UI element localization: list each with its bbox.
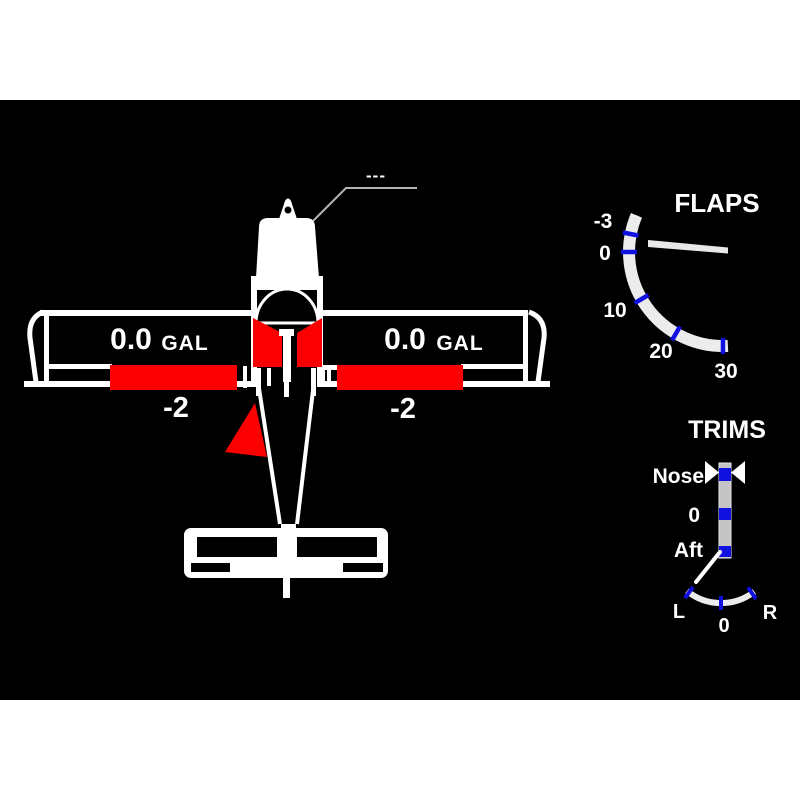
canopy-dome: [254, 287, 320, 325]
flaps-tickmark-10: [633, 293, 650, 305]
right-wing-warning-bar: [337, 365, 463, 390]
fuel-right-aux: -2: [390, 393, 416, 425]
right-wingtip-curve: [528, 309, 547, 383]
fuel-right-unit: GAL: [436, 332, 483, 355]
flaps-tick-label-0: -3: [594, 210, 613, 233]
yaw-trim-needle: [694, 550, 722, 584]
right-bottom-notch: [343, 563, 383, 572]
flaps-arc-ticks: [621, 230, 726, 354]
callout-line: [312, 187, 417, 222]
left-wing-warning-bar: [110, 365, 237, 390]
tailboom-left-line: [256, 381, 282, 525]
nose-callout: ---: [312, 166, 417, 222]
center-pedestal-stem: [283, 336, 291, 382]
fuel-left-aux: -2: [163, 392, 189, 424]
right-wingtip-rib: [523, 310, 528, 386]
fuselage: [225, 198, 325, 525]
tailboom-right-line: [295, 381, 316, 525]
fuel-right-value: 0.0: [384, 323, 426, 356]
yaw-tickmark-r: [746, 586, 758, 601]
pitch-trim-tick-nose: [719, 468, 731, 481]
flaps-tickmark-20: [670, 325, 682, 342]
windshield-band: [251, 276, 323, 290]
trims-title: TRIMS: [688, 416, 766, 444]
pitch-trim-pointer-left: [705, 461, 719, 484]
avionics-screen: --- 0.0 GAL -2 0.0 GAL -2 FLAPS: [0, 100, 800, 700]
left-root-warning-wedge: [253, 318, 282, 367]
tail-center-column: [281, 524, 296, 564]
center-pedestal-cap: [279, 329, 294, 336]
flaps-tick-label-2: 10: [603, 299, 626, 322]
flaps-needle: [648, 240, 728, 254]
fuel-readouts: 0.0 GAL -2 0.0 GAL -2: [110, 323, 483, 425]
right-elevator-panel: [297, 537, 377, 557]
red-pointer-triangle: [225, 403, 267, 457]
trims-gauge: TRIMS Nose 0 Aft L: [653, 416, 778, 637]
pitch-trim-tick-aft: [719, 546, 731, 557]
left-wingtip-curve: [27, 309, 45, 383]
tail-cone: [283, 578, 290, 598]
flaps-tick-labels: -3 0 10 20 30: [594, 210, 738, 383]
aircraft-diagram: --- 0.0 GAL -2 0.0 GAL -2: [24, 166, 550, 598]
yaw-label-r: R: [763, 602, 778, 624]
yaw-label-zero: 0: [718, 615, 729, 637]
right-root-slot-b: [321, 368, 325, 386]
flaps-tick-label-4: 30: [714, 360, 737, 383]
right-flap-inner-stub2: [327, 366, 331, 387]
center-pedestal-tail: [284, 382, 289, 397]
yaw-trim-ticks: [683, 585, 758, 610]
pitch-trim-pointer-right: [731, 461, 745, 484]
engine-cowling: [256, 218, 319, 278]
yaw-tickmark-l: [683, 585, 695, 600]
left-flap-inner-stub: [243, 366, 247, 388]
pitch-label-zero: 0: [688, 504, 700, 527]
flaps-tick-label-1: 0: [599, 242, 611, 265]
tail-section: [184, 524, 388, 598]
left-bottom-notch: [191, 563, 230, 572]
left-elevator-panel: [197, 537, 277, 557]
flaps-tick-label-3: 20: [649, 340, 672, 363]
left-flap-line: [46, 364, 112, 369]
aircraft-status-display: --- 0.0 GAL -2 0.0 GAL -2 FLAPS: [24, 166, 778, 637]
left-wingtip-rib: [44, 310, 49, 386]
right-flap-line: [461, 364, 526, 369]
fuel-left-value: 0.0: [110, 323, 152, 356]
left-root-slot-b: [267, 368, 271, 386]
flaps-tickmark-m3: [622, 230, 640, 238]
flaps-arc: [623, 212, 729, 352]
pitch-trim-tick-zero: [719, 508, 731, 520]
flaps-gauge: FLAPS -3 0 10 20 30: [594, 188, 760, 383]
pitch-label-nose: Nose: [653, 465, 704, 488]
right-root-warning-wedge: [297, 318, 322, 367]
nose-readout-value: ---: [366, 166, 386, 185]
spinner-hub-hole: [284, 206, 292, 214]
fuel-left-unit: GAL: [161, 332, 208, 355]
pitch-label-aft: Aft: [674, 539, 703, 562]
yaw-label-l: L: [673, 601, 685, 623]
flaps-title: FLAPS: [674, 188, 759, 218]
